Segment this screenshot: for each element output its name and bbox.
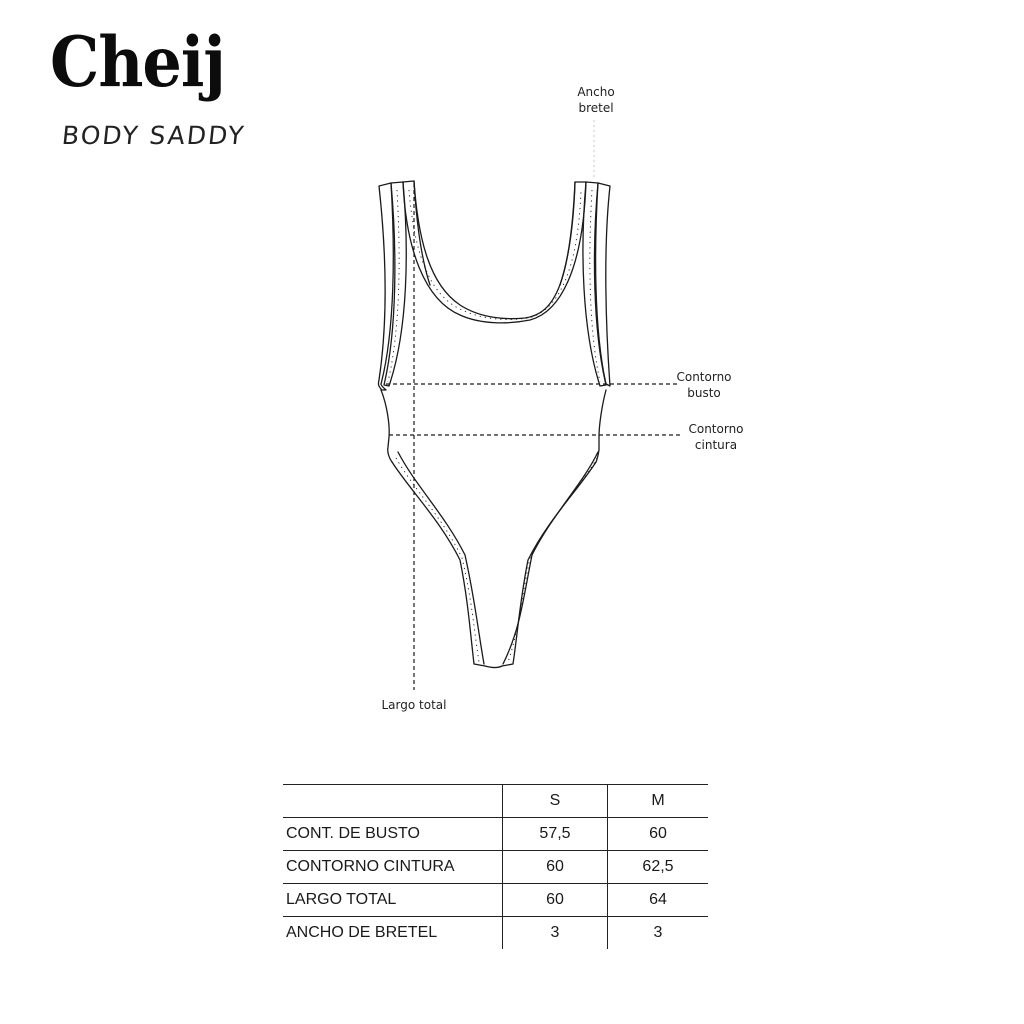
header-size-s: S [502,784,608,818]
left-leg-outer [391,461,486,667]
row-value-m: 64 [607,883,708,917]
label-largo-total: Largo total [381,698,447,712]
header-empty-cell [283,784,503,818]
left-side-seam [380,389,393,463]
neckline-outer [413,180,576,320]
crotch [484,665,503,669]
row-value-s: 60 [502,850,608,884]
right-leg-outer [501,461,597,667]
right-side-seam [595,389,607,463]
right-strap-outer [594,182,611,387]
row-label: LARGO TOTAL [283,883,503,917]
left-strap-binding [383,181,407,387]
row-value-m: 3 [607,916,708,949]
right-leg-inner [502,451,599,665]
row-value-s: 57,5 [502,817,608,851]
left-leg-inner [397,451,485,665]
right-strap-binding [582,181,607,387]
row-value-s: 60 [502,883,608,917]
row-label: CONT. DE BUSTO [283,817,503,851]
brand-logo: Cheij [50,21,226,104]
size-table: S M CONT. DE BUSTO 57,5 60 CONTORNO CINT… [283,784,708,949]
row-label: CONTORNO CINTURA [283,850,503,884]
label-contorno-cintura: Contorno cintura [688,422,744,452]
row-value-m: 60 [607,817,708,851]
row-label: ANCHO DE BRETEL [286,924,438,941]
table-row: CONT. DE BUSTO 57,5 60 [283,817,708,851]
right-leg-stitch [507,457,598,663]
label-contorno-busto: Contorno busto [676,370,732,400]
left-inner-strap [402,180,431,286]
table-row: ANCHO DE BRETEL 3 3 [283,916,708,949]
neck-stitch [408,189,582,320]
neckline-inner [402,181,587,324]
size-table-header: S M [283,784,708,818]
left-strap-outer [377,182,394,391]
row-value-m: 62,5 [607,850,708,884]
header-size-m: M [607,784,708,818]
label-ancho-bretel: Ancho bretel [577,85,615,115]
table-row: LARGO TOTAL 60 64 [283,883,708,917]
row-value-s: 3 [502,916,608,949]
table-row: CONTORNO CINTURA 60 62,5 [283,850,708,884]
